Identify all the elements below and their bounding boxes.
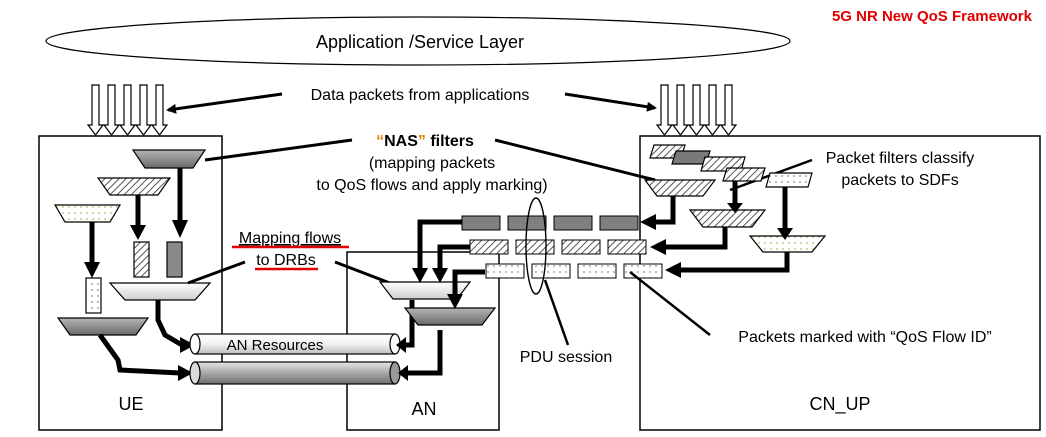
pdu-packets-row-hatched xyxy=(469,239,647,255)
ue-label: UE xyxy=(118,394,143,414)
ue-nas-funnel xyxy=(131,149,207,169)
an-drb-funnel-dark xyxy=(403,307,497,326)
packet-filters-label-line1: Packet filters classify xyxy=(826,150,974,167)
mapping-flows-label-line2: to DRBs xyxy=(256,252,316,269)
nas-filters-desc-line1: (mapping packets xyxy=(369,155,495,172)
ue-hatched-funnel xyxy=(96,177,172,196)
cn-funnel-hatched xyxy=(688,209,767,228)
data-packets-pointer-left xyxy=(166,92,283,114)
an-resources-pipe-bottom xyxy=(189,361,401,385)
ue-dotted-funnel xyxy=(53,204,122,223)
mapping-pointer-left xyxy=(187,260,246,285)
mapping-flows-label-line1: Mapping flows xyxy=(239,230,341,247)
pdu-session-ring xyxy=(525,197,547,295)
an-resources-label: AN Resources xyxy=(227,337,324,354)
data-packets-label: Data packets from applications xyxy=(311,87,530,104)
ue-hatched-bar xyxy=(133,241,150,278)
packets-marked-label: Packets marked with “QoS Flow ID” xyxy=(738,329,991,346)
ue-drb-funnel-light xyxy=(108,282,212,301)
application-layer-label: Application /Service Layer xyxy=(316,32,524,52)
data-packets-pointer-right xyxy=(564,92,657,112)
an-label: AN xyxy=(411,399,436,419)
packet-filters-label-line2: packets to SDFs xyxy=(841,172,958,189)
diagram-title: 5G NR New QoS Framework xyxy=(832,8,1033,25)
pdu-session-label: PDU session xyxy=(520,349,612,366)
pdu-packets-row-dark xyxy=(461,215,639,231)
an-internals xyxy=(378,219,497,326)
cn-up-internals xyxy=(640,144,827,278)
ue-drb-funnel-dark xyxy=(56,317,150,336)
packets-marked-pointer xyxy=(629,271,711,336)
nas-filters-label: “NAS” filters xyxy=(376,133,474,150)
cn-filter-4 xyxy=(722,167,766,182)
cn-up-box xyxy=(639,135,1041,431)
nas-pointer-left xyxy=(204,138,353,162)
ue-dotted-bar xyxy=(85,277,102,314)
cn-funnel-dark xyxy=(643,179,717,197)
cn-filter-5 xyxy=(765,172,813,188)
nas-filters-desc-line2: to QoS flows and apply marking) xyxy=(316,177,547,194)
an-resources-pipe-top xyxy=(189,333,401,355)
mapping-pointer-right xyxy=(334,260,396,287)
nas-pointer-right xyxy=(494,138,656,182)
application-layer-ellipse xyxy=(45,16,791,66)
nas-filters-quote: “NAS” filters xyxy=(376,133,474,150)
cn-up-label: CN_UP xyxy=(809,394,870,415)
incoming-packets-right-icon xyxy=(655,84,738,136)
ue-internals xyxy=(53,149,212,381)
ue-dark-bar xyxy=(166,241,183,278)
ue-box xyxy=(38,135,223,431)
pdu-session-pointer xyxy=(543,279,570,346)
incoming-packets-left-icon xyxy=(86,84,169,136)
cn-funnel-dotted xyxy=(748,235,827,253)
